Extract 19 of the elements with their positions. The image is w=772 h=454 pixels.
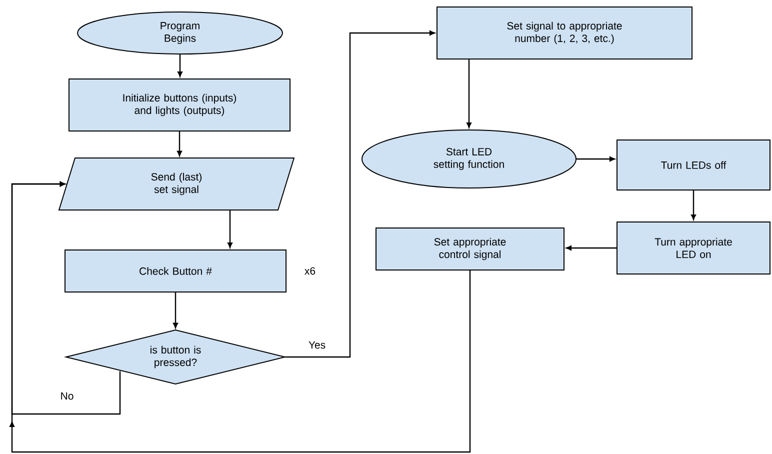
- process-box: Turn LEDs off: [616, 140, 770, 190]
- process-box: Set appropriate control signal: [376, 228, 564, 270]
- arrow: [177, 132, 182, 156]
- process-box: Check Button #: [64, 250, 286, 292]
- arrow: [178, 54, 182, 77]
- arrow: [173, 292, 178, 328]
- process-box: Set signal to appropriate number (1, 2, 3, etc.): [436, 6, 692, 60]
- arrow: [285, 30, 435, 358]
- process-box: Initialize buttons (inputs) and lights (outputs): [68, 78, 290, 132]
- repeat-note: x6: [304, 267, 316, 275]
- arrow: [11, 182, 121, 415]
- arrow: [691, 190, 696, 220]
- edge-label: No: [59, 391, 75, 401]
- arrow: [576, 156, 615, 162]
- process-box: Turn appropriate LED on: [616, 222, 770, 274]
- edge-label: Yes: [307, 340, 327, 350]
- arrow: [466, 60, 472, 128]
- arrow: [566, 246, 616, 250]
- arrow: [228, 210, 232, 248]
